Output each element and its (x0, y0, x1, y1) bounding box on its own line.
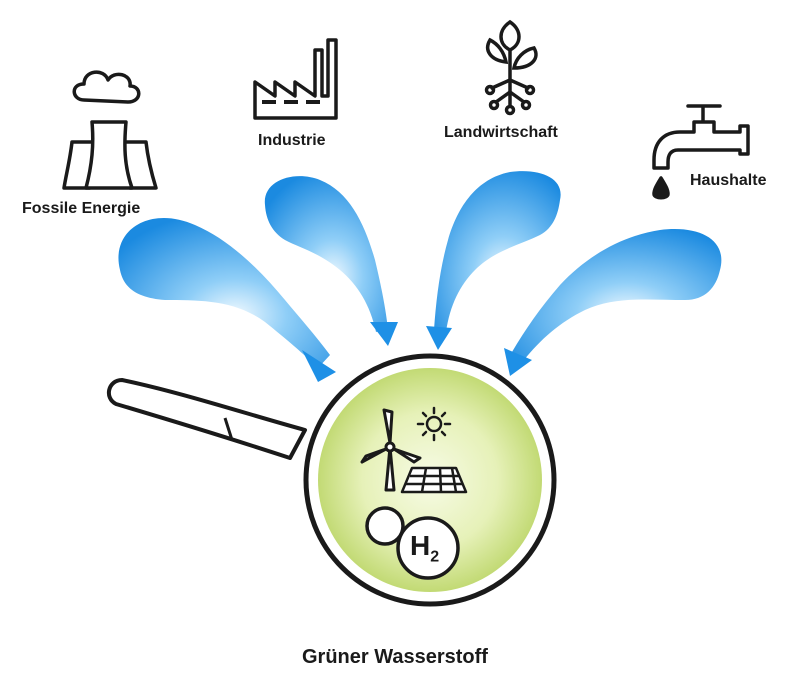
label-households: Haushalte (690, 172, 767, 189)
magnifier-icon (106, 353, 557, 607)
plant-icon (484, 19, 538, 116)
label-agriculture: Landwirtschaft (444, 124, 558, 141)
drop-agriculture (426, 171, 561, 350)
power-plant-icon (62, 70, 158, 190)
solar-panel-icon (400, 466, 468, 494)
sun-icon (416, 406, 452, 442)
molecule-label: H2 (410, 530, 439, 567)
drop-households (504, 229, 722, 376)
water-tap-icon (652, 104, 750, 200)
molecule-subscript: 2 (430, 548, 440, 566)
label-fossil: Fossile Energie (22, 200, 141, 217)
hydrogen-molecule-icon (365, 506, 460, 580)
label-industry: Industrie (258, 132, 326, 149)
drop-industry (264, 176, 398, 346)
molecule-symbol: H (410, 530, 431, 561)
factory-icon (253, 38, 338, 120)
drop-fossil (118, 217, 336, 382)
diagram-title: Grüner Wasserstoff (302, 646, 488, 668)
wind-turbine-icon (360, 408, 422, 492)
